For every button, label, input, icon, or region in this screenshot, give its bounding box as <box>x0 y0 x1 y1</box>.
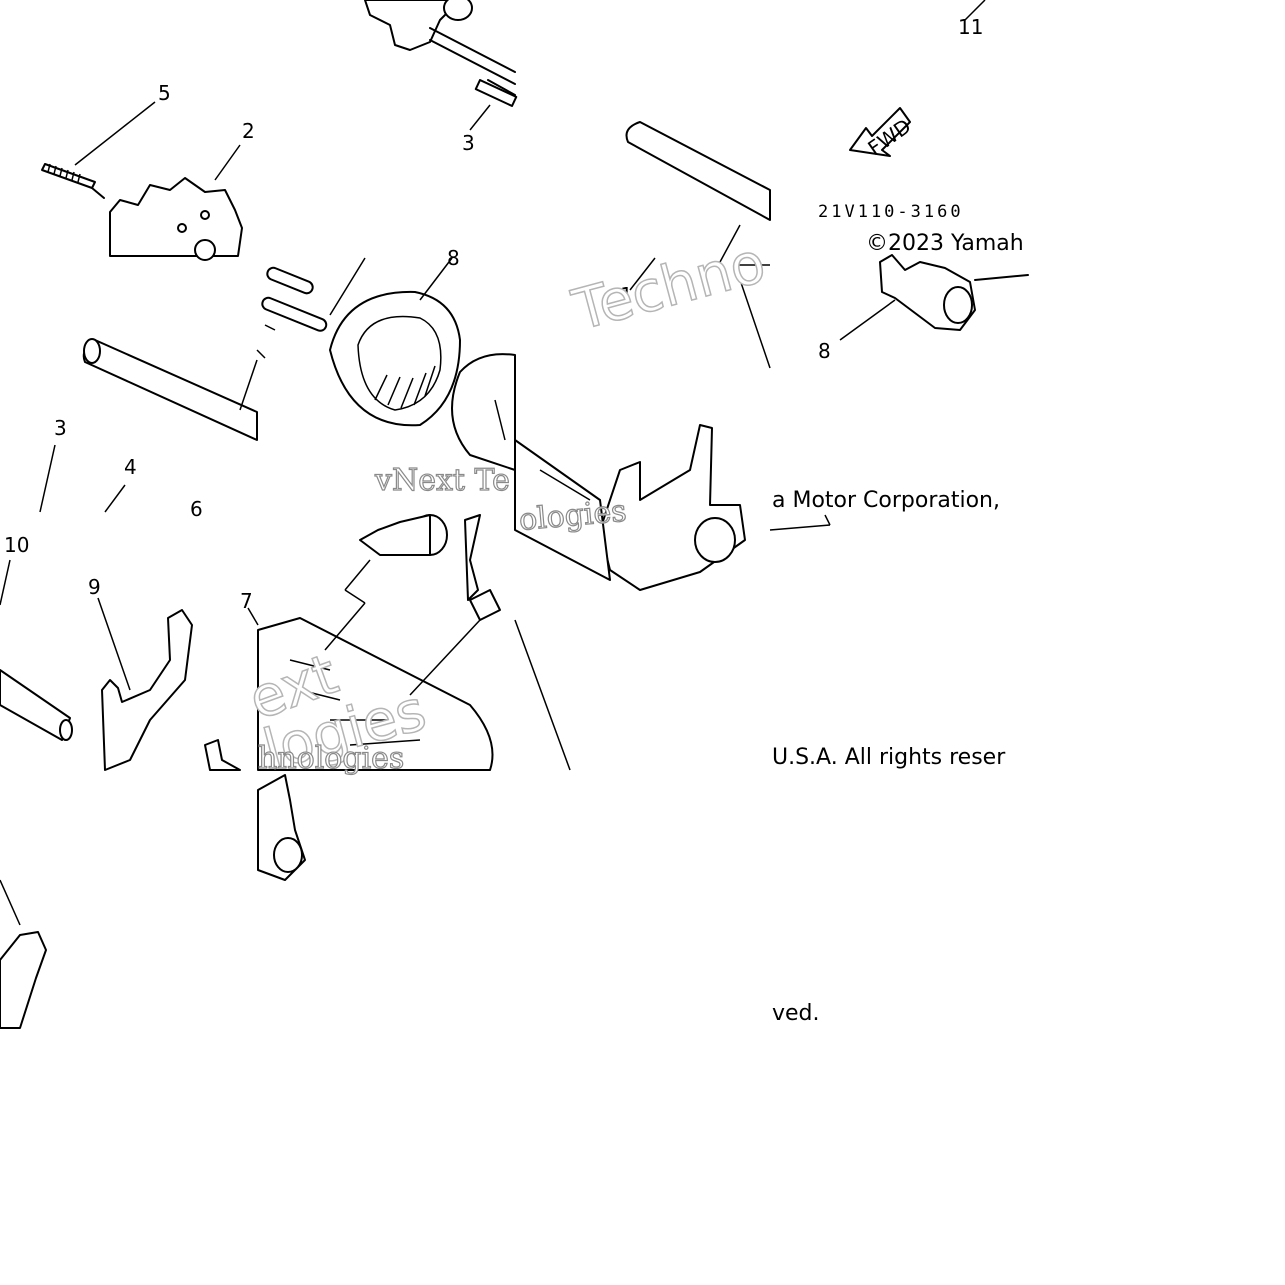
copyright-line-4: ved. <box>772 1001 820 1026</box>
callout-8: 8 <box>818 339 831 363</box>
shift-shaft-part-1 <box>82 338 266 441</box>
guide-bar-assembly <box>514 0 1029 591</box>
copyright-line-1: ©2023 Yamah <box>866 231 1024 256</box>
callout-9: 9 <box>88 575 101 599</box>
callout-8-partial: 8 <box>447 246 460 270</box>
shift-fork-part-8 <box>839 254 1029 341</box>
watermark-b: vNext Te <box>374 463 510 498</box>
watermark-c: ologies <box>518 494 628 538</box>
shift-fork-assembly-lower <box>0 514 571 1029</box>
callout-1: 1 <box>620 283 633 307</box>
shift-cam-gear-part-2 <box>109 144 243 261</box>
copyright-line-3: U.S.A. All rights reser <box>772 745 1006 770</box>
screw-part-5 <box>41 101 156 199</box>
callout-3-lower: 3 <box>54 416 67 440</box>
copyright-notice: ©2023 Yamah a Motor Corporation, U.S.A. … <box>772 231 1024 1026</box>
drawing-code: 21V110-3160 <box>818 202 964 222</box>
copyright-line-2: a Motor Corporation, <box>772 488 1000 513</box>
part-callouts: 5 2 3 3 4 6 10 9 7 8 11 1 8 <box>4 15 983 613</box>
callout-3-upper: 3 <box>462 131 475 155</box>
watermark-f: hnologies <box>258 741 404 776</box>
watermarks: Techno vNext Te ologies ext logies hnolo… <box>240 229 773 784</box>
callout-5: 5 <box>158 81 171 105</box>
callout-11: 11 <box>958 15 983 39</box>
needle-bearing-part-6 <box>329 257 461 427</box>
callout-6: 6 <box>190 497 203 521</box>
callout-2: 2 <box>242 119 255 143</box>
callout-7: 7 <box>240 589 253 613</box>
shift-cam-assembly-top <box>39 0 518 513</box>
forward-direction-arrow-icon <box>849 107 911 157</box>
watermark-a: Techno <box>566 230 772 344</box>
shift-drum-part-7 <box>247 607 494 771</box>
callout-4: 4 <box>124 455 137 479</box>
callout-10: 10 <box>4 533 29 557</box>
